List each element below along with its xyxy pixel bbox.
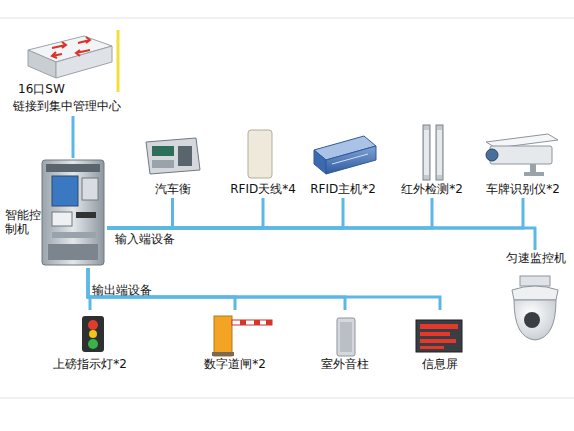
bus-connector [107,228,535,250]
node-label: 智能控制机 [5,208,42,236]
dome-camera-icon [512,276,558,340]
bus-label: 输入端设备 [115,232,175,246]
bus-connector [88,268,440,310]
node-label: 上磅指示灯*2 [50,357,130,371]
node-label: 16口SW [18,82,108,96]
plate-camera-icon [486,134,558,176]
node-label: 汽车衡 [140,182,205,196]
node-label: RFID天线*4 [226,182,300,196]
device-node: 车牌识别仪*2 [480,125,566,198]
weighing-indicator-icon [146,138,200,174]
bus-label: 输出端设备 [92,283,152,297]
frame-line [0,18,574,19]
node-note: 链接到集中管理中心 [13,99,131,113]
info-screen-icon [416,320,462,352]
node-label: 车牌识别仪*2 [480,182,566,196]
infrared-detector-icon [423,125,443,180]
device-node: 数字道闸*2 [195,310,275,372]
controller-node: 智能控制机 [5,158,107,268]
bus-connector [72,116,75,158]
kiosk-icon [42,160,104,265]
bus-connector [107,198,432,228]
bus-connector [107,198,263,228]
barrier-gate-icon [212,316,272,356]
device-node: 红外检测*2 [396,120,468,198]
device-node: RFID天线*4 [226,125,300,198]
node-label: 数字道闸*2 [195,357,275,371]
node-label: 匀速监控机 [500,251,572,265]
traffic-light-icon [82,316,104,352]
device-node: RFID主机*2 [303,128,383,198]
switch-node: 16口SW 链接到集中管理中心 [10,28,132,116]
bus-connector [88,268,345,310]
speaker-column-icon [337,318,355,356]
node-label: 红外检测*2 [396,182,468,196]
bus-connector [88,268,235,310]
device-node: 室外音柱 [315,310,375,372]
switch-icon [28,36,112,78]
rfid-antenna-icon [248,130,272,178]
bus-connector [107,198,343,228]
device-node: 上磅指示灯*2 [50,310,130,372]
node-label: 室外音柱 [315,357,375,371]
bus-connector [107,198,173,228]
device-node: 信息屏 [405,310,475,372]
rfid-reader-icon [314,136,376,174]
device-node: 匀速监控机 [500,250,572,345]
node-label: 信息屏 [405,357,475,371]
device-node: 汽车衡 [140,130,205,198]
frame-line [0,398,574,399]
node-label: RFID主机*2 [303,182,383,196]
uplink-line [117,30,120,92]
bus-connector [107,198,523,228]
